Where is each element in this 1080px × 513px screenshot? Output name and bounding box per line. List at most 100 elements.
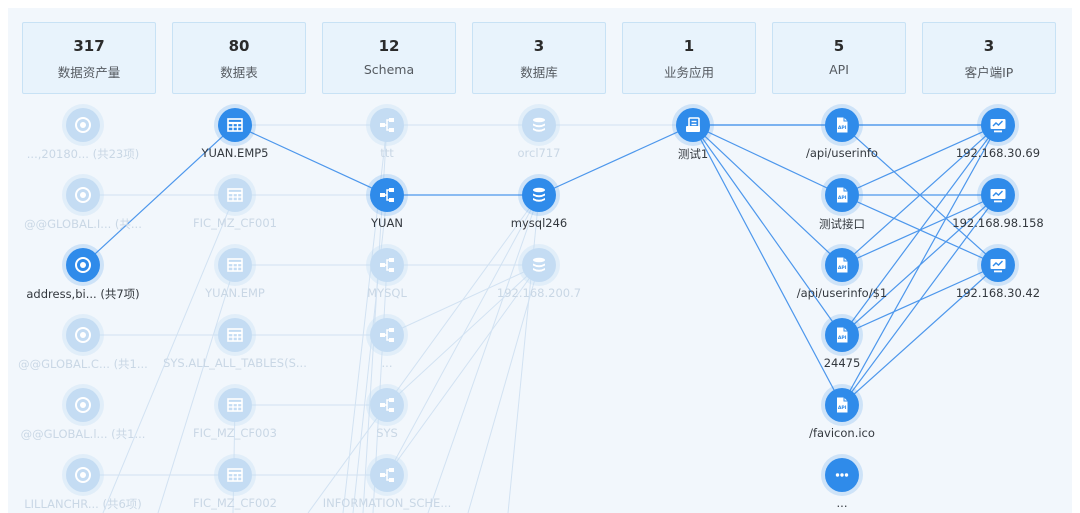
database-node[interactable] [522,178,556,212]
svg-text:API: API [838,195,847,201]
asset-node[interactable] [66,178,100,212]
svg-text:API: API [838,265,847,271]
lineage-edge [841,124,999,406]
api-node-label: /api/userinfo [806,146,878,160]
asset-node-label: LILLANCHR... (共6项) [24,497,142,511]
api-node-label: 测试接口 [819,217,865,231]
table-node[interactable] [218,318,252,352]
table-node[interactable] [218,388,252,422]
table-node[interactable] [218,108,252,142]
schema-node-label: MYSQL [367,286,407,300]
schema-node-label: ttt [380,146,394,160]
api-node[interactable] [825,458,859,492]
asset-node-label: address,bi... (共7项) [26,287,140,301]
schema-node-label: ... [381,356,393,370]
schema-icon [378,116,396,134]
lineage-edge [841,194,999,406]
stat-label: 数据表 [220,65,258,80]
api-icon: API [833,116,851,134]
schema-node[interactable] [370,458,404,492]
lineage-graph-panel: 317 数据资产量 80 数据表 12 Schema 3 数据库 1 业务应用 … [8,8,1072,513]
database-icon [530,116,548,134]
api-node-label: /favicon.ico [809,426,875,440]
stat-card-apis[interactable]: 5 API [772,22,906,94]
table-icon [226,326,244,344]
ip-node[interactable] [981,108,1015,142]
asset-node[interactable] [66,108,100,142]
schema-node[interactable] [370,388,404,422]
stat-card-schemas[interactable]: 12 Schema [322,22,456,94]
lineage-edge [692,124,843,336]
ip-node[interactable] [981,178,1015,212]
table-icon [226,116,244,134]
api-icon: API [833,396,851,414]
asset-node-label: @@GLOBAL.C... (共1... [18,357,148,371]
api-icon: API [833,256,851,274]
asset-node[interactable] [66,388,100,422]
table-node[interactable] [218,458,252,492]
table-node-label: FIC_MZ_CF003 [193,426,277,440]
table-node[interactable] [218,248,252,282]
schema-node[interactable] [370,108,404,142]
asset-node[interactable] [66,318,100,352]
schema-icon [378,256,396,274]
schema-node-label: SYS [376,426,398,440]
table-node[interactable] [218,178,252,212]
lineage-edge [841,124,999,266]
monitor-icon [989,186,1007,204]
stat-card-client-ips[interactable]: 3 客户端IP [922,22,1056,94]
api-node[interactable]: API [825,248,859,282]
asset-node-label: @@GLOBAL.I... (共... [24,217,142,231]
ip-node-label: 192.168.30.69 [955,146,1041,160]
app-node[interactable] [676,108,710,142]
table-icon [226,186,244,204]
stat-card-databases[interactable]: 3 数据库 [472,22,606,94]
lineage-edge [841,264,999,406]
monitor-icon [989,256,1007,274]
stat-card-apps[interactable]: 1 业务应用 [622,22,756,94]
stat-count: 12 [378,37,400,55]
api-node[interactable]: API [825,388,859,422]
api-node[interactable]: API [825,318,859,352]
faded-edge [467,264,540,513]
database-node-label: orcl717 [517,146,561,160]
database-icon [530,186,548,204]
lineage-edge [841,124,999,336]
database-node[interactable] [522,248,556,282]
faded-edge [102,194,236,513]
schema-icon [378,186,396,204]
asset-node-label: ...,20180... (共23项) [26,147,140,161]
asset-node-label: @@GLOBAL.l... (共1... [20,427,146,441]
stat-label: 业务应用 [663,65,714,80]
api-node[interactable]: API [825,178,859,212]
lineage-edge [234,124,388,196]
schema-node[interactable] [370,178,404,212]
api-icon: API [833,186,851,204]
table-icon [226,466,244,484]
asset-icon [74,396,92,414]
stat-card-assets[interactable]: 317 数据资产量 [22,22,156,94]
ip-node[interactable] [981,248,1015,282]
stat-count: 3 [983,37,995,55]
monitor-icon [989,116,1007,134]
svg-text:API: API [838,335,847,341]
schema-node[interactable] [370,248,404,282]
asset-node[interactable] [66,248,100,282]
stat-label: 客户端IP [964,65,1014,80]
api-node[interactable]: API [825,108,859,142]
asset-icon [74,326,92,344]
asset-node[interactable] [66,458,100,492]
asset-icon [74,186,92,204]
schema-node-label: YUAN [371,216,403,230]
faded-edge [427,194,540,513]
schema-node[interactable] [370,318,404,352]
api-node-label: 24475 [823,356,861,370]
stat-count: 5 [833,37,845,55]
stat-card-tables[interactable]: 80 数据表 [172,22,306,94]
database-node[interactable] [522,108,556,142]
lineage-edge [841,124,999,196]
table-node-label: YUAN.EMP [205,286,265,300]
stat-count: 317 [73,37,105,55]
stat-count: 1 [683,37,695,55]
ip-node-label: 192.168.30.42 [955,286,1041,300]
